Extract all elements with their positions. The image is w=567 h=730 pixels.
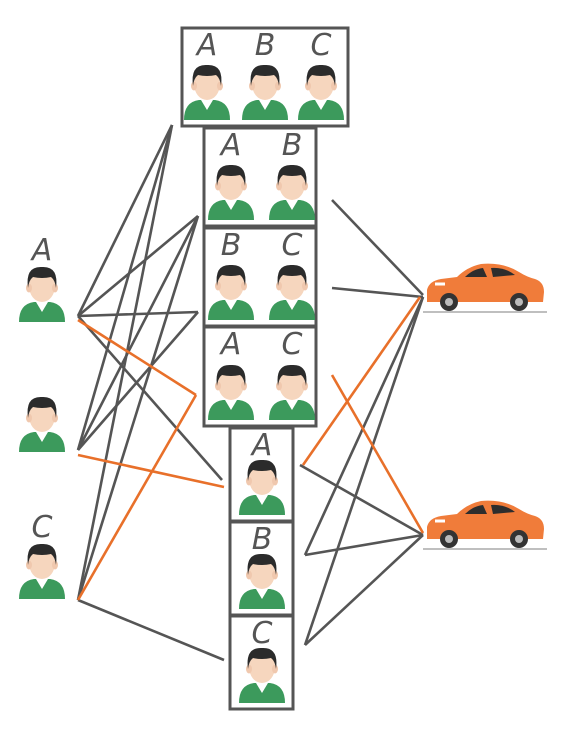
connection-line (304, 534, 424, 646)
member-label: A (250, 428, 273, 463)
member-label: A (195, 28, 218, 63)
connection-line (77, 315, 223, 481)
connection-line (77, 215, 199, 317)
connection-line (299, 463, 424, 537)
connection-line (77, 311, 199, 451)
highlight-connection-line (330, 374, 425, 534)
connection-line (77, 310, 199, 318)
person-label: C (32, 510, 53, 545)
connection-line (76, 124, 174, 317)
connection-line (77, 598, 225, 662)
member-label: C (282, 228, 303, 263)
member-label: C (282, 327, 303, 362)
highlight-connection-line (301, 296, 422, 466)
connection-line (304, 533, 424, 557)
connection-line (76, 124, 174, 601)
connection-line (76, 124, 174, 451)
car-icon (421, 499, 549, 551)
car-icon (421, 262, 549, 314)
group-box-c: C (228, 614, 295, 711)
connection-line (331, 286, 424, 299)
connection-line (303, 296, 425, 556)
highlight-connection-line (77, 453, 225, 489)
member-label: C (311, 28, 332, 63)
highlight-connection-line (76, 394, 198, 601)
highlight-connection-line (77, 318, 197, 397)
member-label: B (282, 128, 303, 163)
group-box-a: A (228, 426, 295, 523)
group-box-b: B (228, 520, 295, 617)
person-c: C (19, 510, 65, 599)
person-icon (19, 543, 65, 599)
member-label: B (252, 522, 273, 557)
connection-line (76, 215, 200, 451)
member-label: B (255, 28, 276, 63)
member-label: A (219, 327, 242, 362)
person-a: A (19, 233, 65, 322)
person-icon (19, 266, 65, 322)
connection-line (331, 199, 424, 296)
connection-line (303, 296, 425, 646)
member-label: C (252, 616, 273, 651)
connection-line (76, 215, 200, 601)
person-b (19, 396, 65, 452)
person-label: A (30, 233, 53, 268)
member-label: A (219, 128, 242, 163)
person-icon (19, 396, 65, 452)
member-label: B (221, 228, 242, 263)
